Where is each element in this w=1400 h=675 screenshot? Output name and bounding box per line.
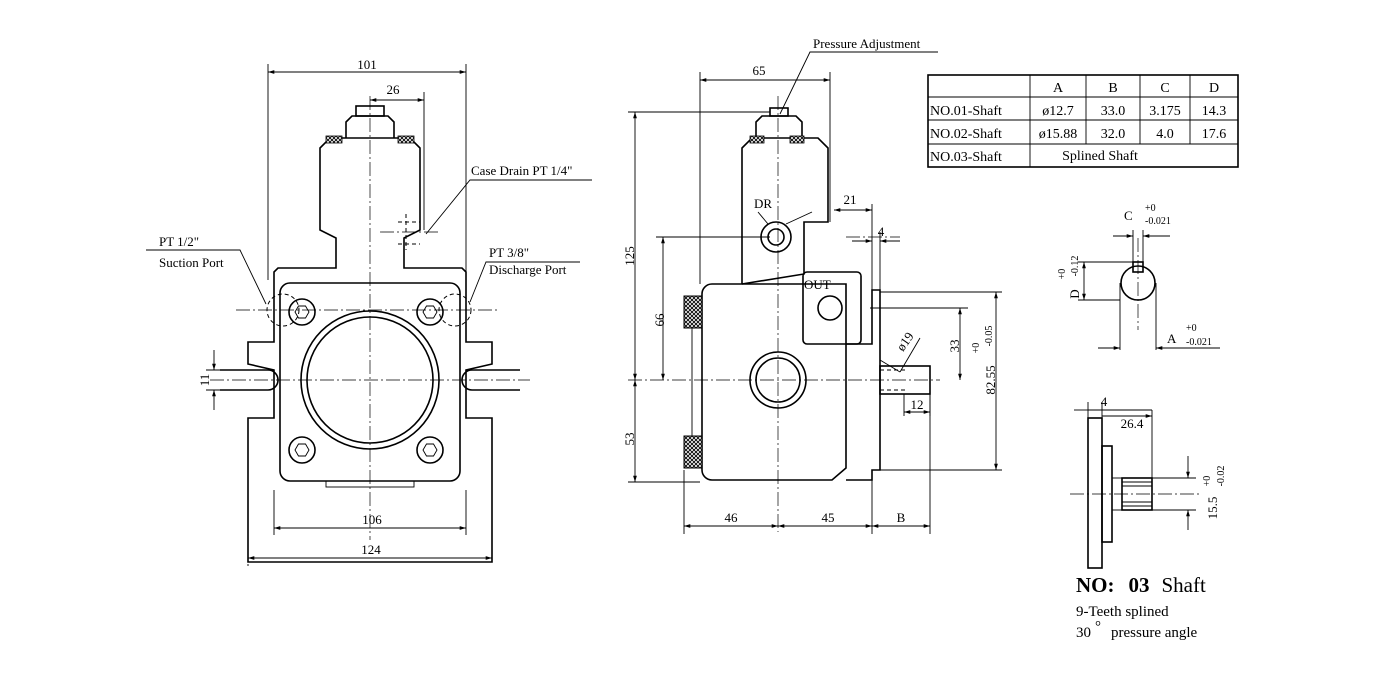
table-header-c: C — [1160, 81, 1169, 96]
table-row2-d: 17.6 — [1202, 127, 1227, 142]
dim-side-pilot-half: 33 — [947, 340, 962, 353]
pressure-adjust-label: Pressure Adjustment — [813, 36, 921, 51]
table-row2-label: NO.02-Shaft — [930, 127, 1002, 142]
spline-title: NO: 03 Shaft — [1076, 573, 1206, 597]
side-seal-right — [789, 135, 805, 144]
spline-dia-tol-lower: -0.02 — [1216, 466, 1227, 487]
front-view: 101 26 106 124 11 Case Drain PT 1/4" PT … — [146, 57, 592, 566]
case-drain-leader — [425, 179, 592, 235]
out-label: OUT — [804, 277, 831, 292]
dim-side-height-lower: 53 — [622, 433, 637, 446]
keyed-c-tol-upper: +0 — [1145, 203, 1156, 214]
dim-side-flange-thickness: 4 — [878, 224, 885, 239]
dim-front-width-top: 101 — [357, 57, 377, 72]
dim-side-base-right: 45 — [822, 510, 835, 525]
keyed-d-tol-lower: -0.12 — [1070, 256, 1081, 277]
table-row2-c: 4.0 — [1156, 127, 1174, 142]
keyed-a-tol-lower: -0.021 — [1186, 337, 1212, 348]
pad-lower — [683, 435, 703, 469]
side-view: 65 125 53 66 21 4 82.55 +0 -0.05 33 12 ø… — [622, 36, 1002, 534]
out-block — [802, 271, 862, 345]
dim-side-pilot-dia: 82.55 — [983, 365, 998, 394]
table-row2-a: ø15.88 — [1039, 127, 1078, 142]
suction-size-label: PT 1/2" — [159, 234, 199, 249]
suction-leader — [146, 249, 267, 305]
side-nut — [769, 107, 789, 117]
spline-teeth-lines — [1122, 481, 1152, 507]
spline-dia-tol-upper: +0 — [1202, 476, 1213, 487]
pressure-adjust-leader — [779, 51, 938, 115]
dr-label: DR — [754, 196, 772, 211]
side-cap — [755, 115, 803, 138]
spline-note-teeth: 9-Teeth splined — [1076, 604, 1169, 620]
dim-side-width-top: 65 — [753, 63, 766, 78]
bolt-bottom-left — [288, 436, 316, 464]
dim-side-height-total: 125 — [622, 246, 637, 266]
table-row3-value: Splined Shaft — [1062, 149, 1138, 164]
dim-side-shaft-len: 12 — [911, 397, 924, 412]
pad-upper — [683, 295, 703, 329]
keyed-d-label: D — [1067, 289, 1082, 298]
dim-front-offset: 26 — [387, 82, 401, 97]
discharge-name-label: Discharge Port — [489, 262, 567, 277]
seal-right — [397, 135, 415, 144]
table-header-d: D — [1209, 81, 1219, 96]
out-port — [817, 295, 843, 321]
side-seal-left — [749, 135, 765, 144]
table-header-b: B — [1108, 81, 1117, 96]
discharge-leader — [469, 261, 580, 303]
spline-dim-flange: 4 — [1101, 394, 1108, 409]
dr-port-inner — [767, 228, 785, 246]
spline-dim-length: 26.4 — [1121, 416, 1144, 431]
side-flange — [846, 289, 881, 481]
keyed-d-tol-upper: +0 — [1057, 269, 1068, 280]
keyed-c-label: C — [1124, 208, 1133, 223]
dim-side-height-upper: 66 — [652, 313, 667, 327]
keyed-a-label: A — [1167, 331, 1177, 346]
table-row1-d: 14.3 — [1202, 104, 1227, 119]
table-row1-label: NO.01-Shaft — [930, 104, 1002, 119]
seal-left — [325, 135, 343, 144]
spline-dim-dia: 15.5 — [1205, 497, 1220, 520]
dim-front-slot: 11 — [197, 374, 212, 387]
keyed-shaft-detail: C +0 -0.021 D +0 -0.12 A +0 -0.021 — [1057, 203, 1220, 350]
suction-name-label: Suction Port — [159, 255, 224, 270]
table-row1-a: ø12.7 — [1042, 104, 1074, 119]
dim-pilot-tol-lower: -0.05 — [984, 326, 995, 347]
table-row1-c: 3.175 — [1149, 104, 1181, 119]
dim-side-base-left: 46 — [725, 510, 739, 525]
discharge-size-label: PT 3/8" — [489, 245, 529, 260]
bolt-bottom-right — [416, 436, 444, 464]
side-main-body — [701, 283, 847, 481]
spline-flange — [1087, 417, 1103, 569]
dim-front-width-base: 106 — [362, 512, 382, 527]
shaft-table: A B C D NO.01-Shaft ø12.7 33.0 3.175 14.… — [927, 74, 1239, 168]
table-row1-b: 33.0 — [1101, 104, 1126, 119]
side-regulator — [741, 137, 829, 285]
dim-side-base-shaft: B — [897, 510, 906, 525]
table-row3-label: NO.03-Shaft — [930, 150, 1002, 165]
table-row2-b: 32.0 — [1101, 127, 1126, 142]
case-drain-label: Case Drain PT 1/4" — [471, 163, 572, 178]
dim-front-width-overall: 124 — [361, 542, 381, 557]
bolt-top-right — [416, 298, 444, 326]
dim-pilot-tol-upper: +0 — [971, 343, 982, 354]
keyed-c-tol-lower: -0.021 — [1145, 216, 1171, 227]
spline-note-angle: 30 ° pressure angle — [1076, 618, 1198, 641]
bolt-top-left — [288, 298, 316, 326]
keyed-a-tol-upper: +0 — [1186, 323, 1197, 334]
table-header-a: A — [1053, 81, 1064, 96]
dim-side-flange-offset: 21 — [844, 192, 857, 207]
splined-shaft-detail: 4 26.4 15.5 +0 -0.02 NO: 03 Shaft 9-Teet… — [1070, 394, 1227, 641]
